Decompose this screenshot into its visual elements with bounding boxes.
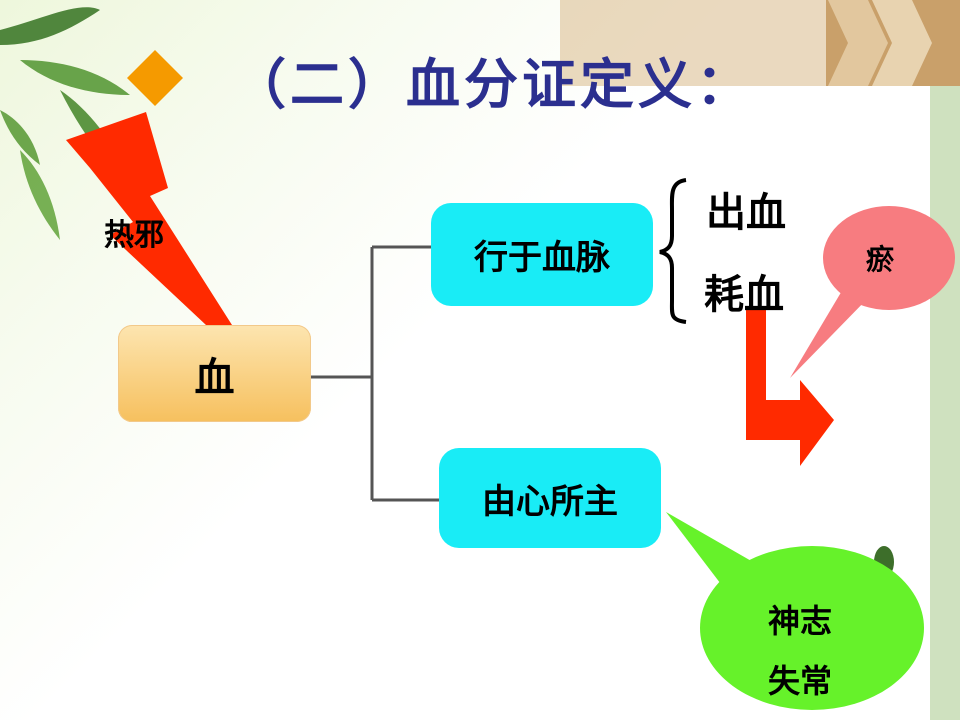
diamond-bullet-icon [127, 50, 183, 106]
page-title: （二）血分证定义： [232, 53, 754, 116]
top-right-band-decoration [560, 0, 960, 720]
blood-node: 血 [118, 325, 311, 422]
heart-node: 由心所主 [439, 448, 661, 548]
vessel-node: 行于血脉 [431, 203, 653, 306]
stasis-callout-bubble [790, 206, 955, 378]
bent-arrow-icon [746, 310, 834, 466]
spirit-label-line2: 失常 [768, 662, 833, 700]
consumption-label: 耗血 [704, 272, 784, 318]
bleeding-label: 出血 [706, 190, 786, 236]
blood-label: 血 [194, 354, 235, 401]
stasis-label: 瘀 [866, 243, 895, 276]
spirit-label-line1: 神志 [768, 602, 833, 640]
heart-label: 由心所主 [482, 481, 618, 522]
connector-lines [311, 245, 439, 502]
spirit-callout-bubble [666, 512, 924, 710]
lightning-arrow-icon [66, 112, 232, 325]
heat-evil-label: 热邪 [104, 218, 164, 253]
vessel-label: 行于血脉 [474, 238, 610, 278]
brace-icon [659, 178, 687, 324]
